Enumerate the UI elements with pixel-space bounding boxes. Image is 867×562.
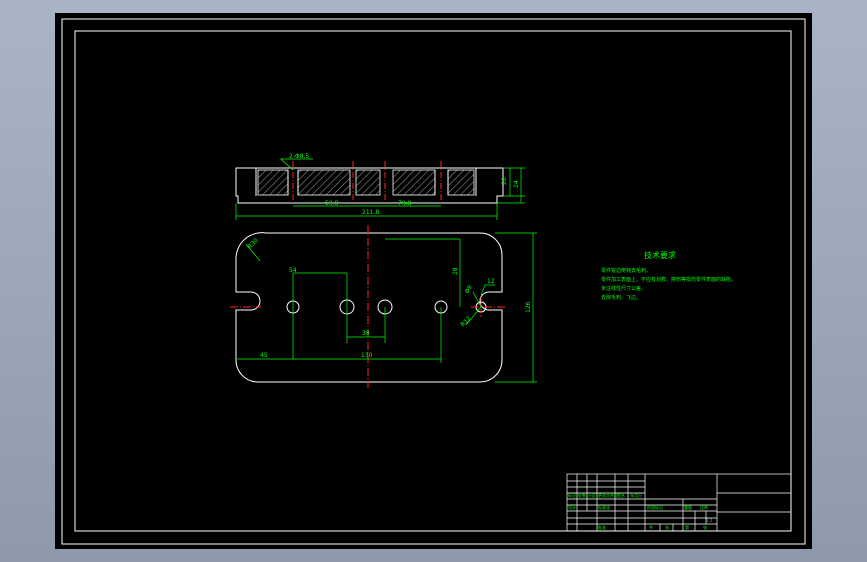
dimension-leader [245, 243, 261, 262]
section-dim-thickness: 20 [501, 177, 508, 185]
plan-dim-height: 126 [525, 301, 532, 313]
callout-leader [279, 158, 313, 171]
title-label-stage: 阶段标记 [647, 504, 663, 510]
dimension-leader [472, 291, 482, 308]
title-label-date: 年月日 [630, 492, 642, 498]
title-scale-value: 1:1 [706, 518, 713, 523]
tech-requirement-line: 去除毛刺、飞边。 [601, 294, 641, 301]
plan-dim-hole-spacing: 38 [362, 330, 370, 337]
outer-frame [61, 18, 806, 545]
dimension-leader [480, 284, 495, 296]
plan-outline [235, 232, 503, 383]
title-label-page: 第 [685, 524, 689, 530]
title-label-standard: 标准化 [598, 504, 610, 510]
tech-requirements: 技术要求 零件锐边倒钝去毛刺。 零件加工表面上，不应有划痕、擦伤等损伤零件表面的… [601, 250, 736, 301]
title-block [566, 473, 792, 532]
section-hatch [257, 169, 289, 196]
section-dim-left: 59.8 [325, 200, 339, 207]
title-label-design: 设计 [568, 504, 576, 510]
plan-dim-slot-width: 12 [487, 278, 495, 285]
plan-dim-radius: R30 [246, 237, 259, 250]
title-label-change-no: 更改文件号 [598, 492, 618, 498]
cad-drawing-canvas[interactable]: 2-Φ8.5 20 24 59.8 79.8 211.8 [55, 13, 812, 549]
section-dim-center: 79.8 [398, 200, 412, 207]
section-hatch [447, 169, 475, 196]
section-dim-overall: 211.8 [362, 209, 379, 216]
plan-dim-bottom-left: 45 [260, 352, 268, 359]
section-dim-total-height: 24 [513, 180, 520, 188]
section-hatch [392, 169, 436, 196]
title-label-scale: 比例 [700, 504, 708, 510]
section-callout-label: 2-Φ8.5 [289, 153, 309, 160]
plan-dim-left-offset: 54 [289, 267, 297, 274]
title-label-weight: 重量 [684, 504, 692, 510]
section-hatch [355, 169, 381, 196]
title-label-sheet-of: 张 [665, 524, 669, 530]
title-block-text: 标记 处数 分区 更改文件号 签名 年月日 设计 标准化 阶段标记 重量 比例 … [568, 492, 713, 530]
tech-requirement-line: 零件加工表面上，不应有划痕、擦伤等损伤零件表面的缺陷。 [601, 276, 736, 283]
tech-requirements-title: 技术要求 [644, 250, 676, 260]
plan-dim-bottom-span: 130 [361, 352, 373, 359]
plan-dim-right-offset: 28 [452, 267, 459, 275]
plan-dim-slot: Φ9 [464, 284, 474, 295]
inner-frame [74, 30, 792, 532]
cad-viewport[interactable]: 2-Φ8.5 20 24 59.8 79.8 211.8 [55, 13, 812, 549]
title-label-approve: 批准 [598, 524, 606, 530]
section-hatch [297, 169, 351, 196]
title-label-sheet: 共 [649, 524, 653, 530]
title-label-count: 处数 [578, 492, 586, 498]
plan-view: R30 54 28 38 45 130 126 Φ9 12 R12 [230, 225, 537, 388]
plan-dim-slot-radius: R12 [459, 315, 472, 328]
title-label-page-of: 张 [703, 524, 707, 530]
tech-requirement-line: 未注线性尺寸公差。 [601, 285, 646, 292]
title-label-zone: 分区 [588, 492, 596, 498]
dimension-leader [465, 306, 482, 326]
title-label-mark: 标记 [568, 492, 576, 498]
tech-requirement-line: 零件锐边倒钝去毛刺。 [601, 267, 651, 274]
title-label-signature: 签名 [617, 492, 625, 498]
section-view: 2-Φ8.5 20 24 59.8 79.8 211.8 [235, 153, 525, 220]
